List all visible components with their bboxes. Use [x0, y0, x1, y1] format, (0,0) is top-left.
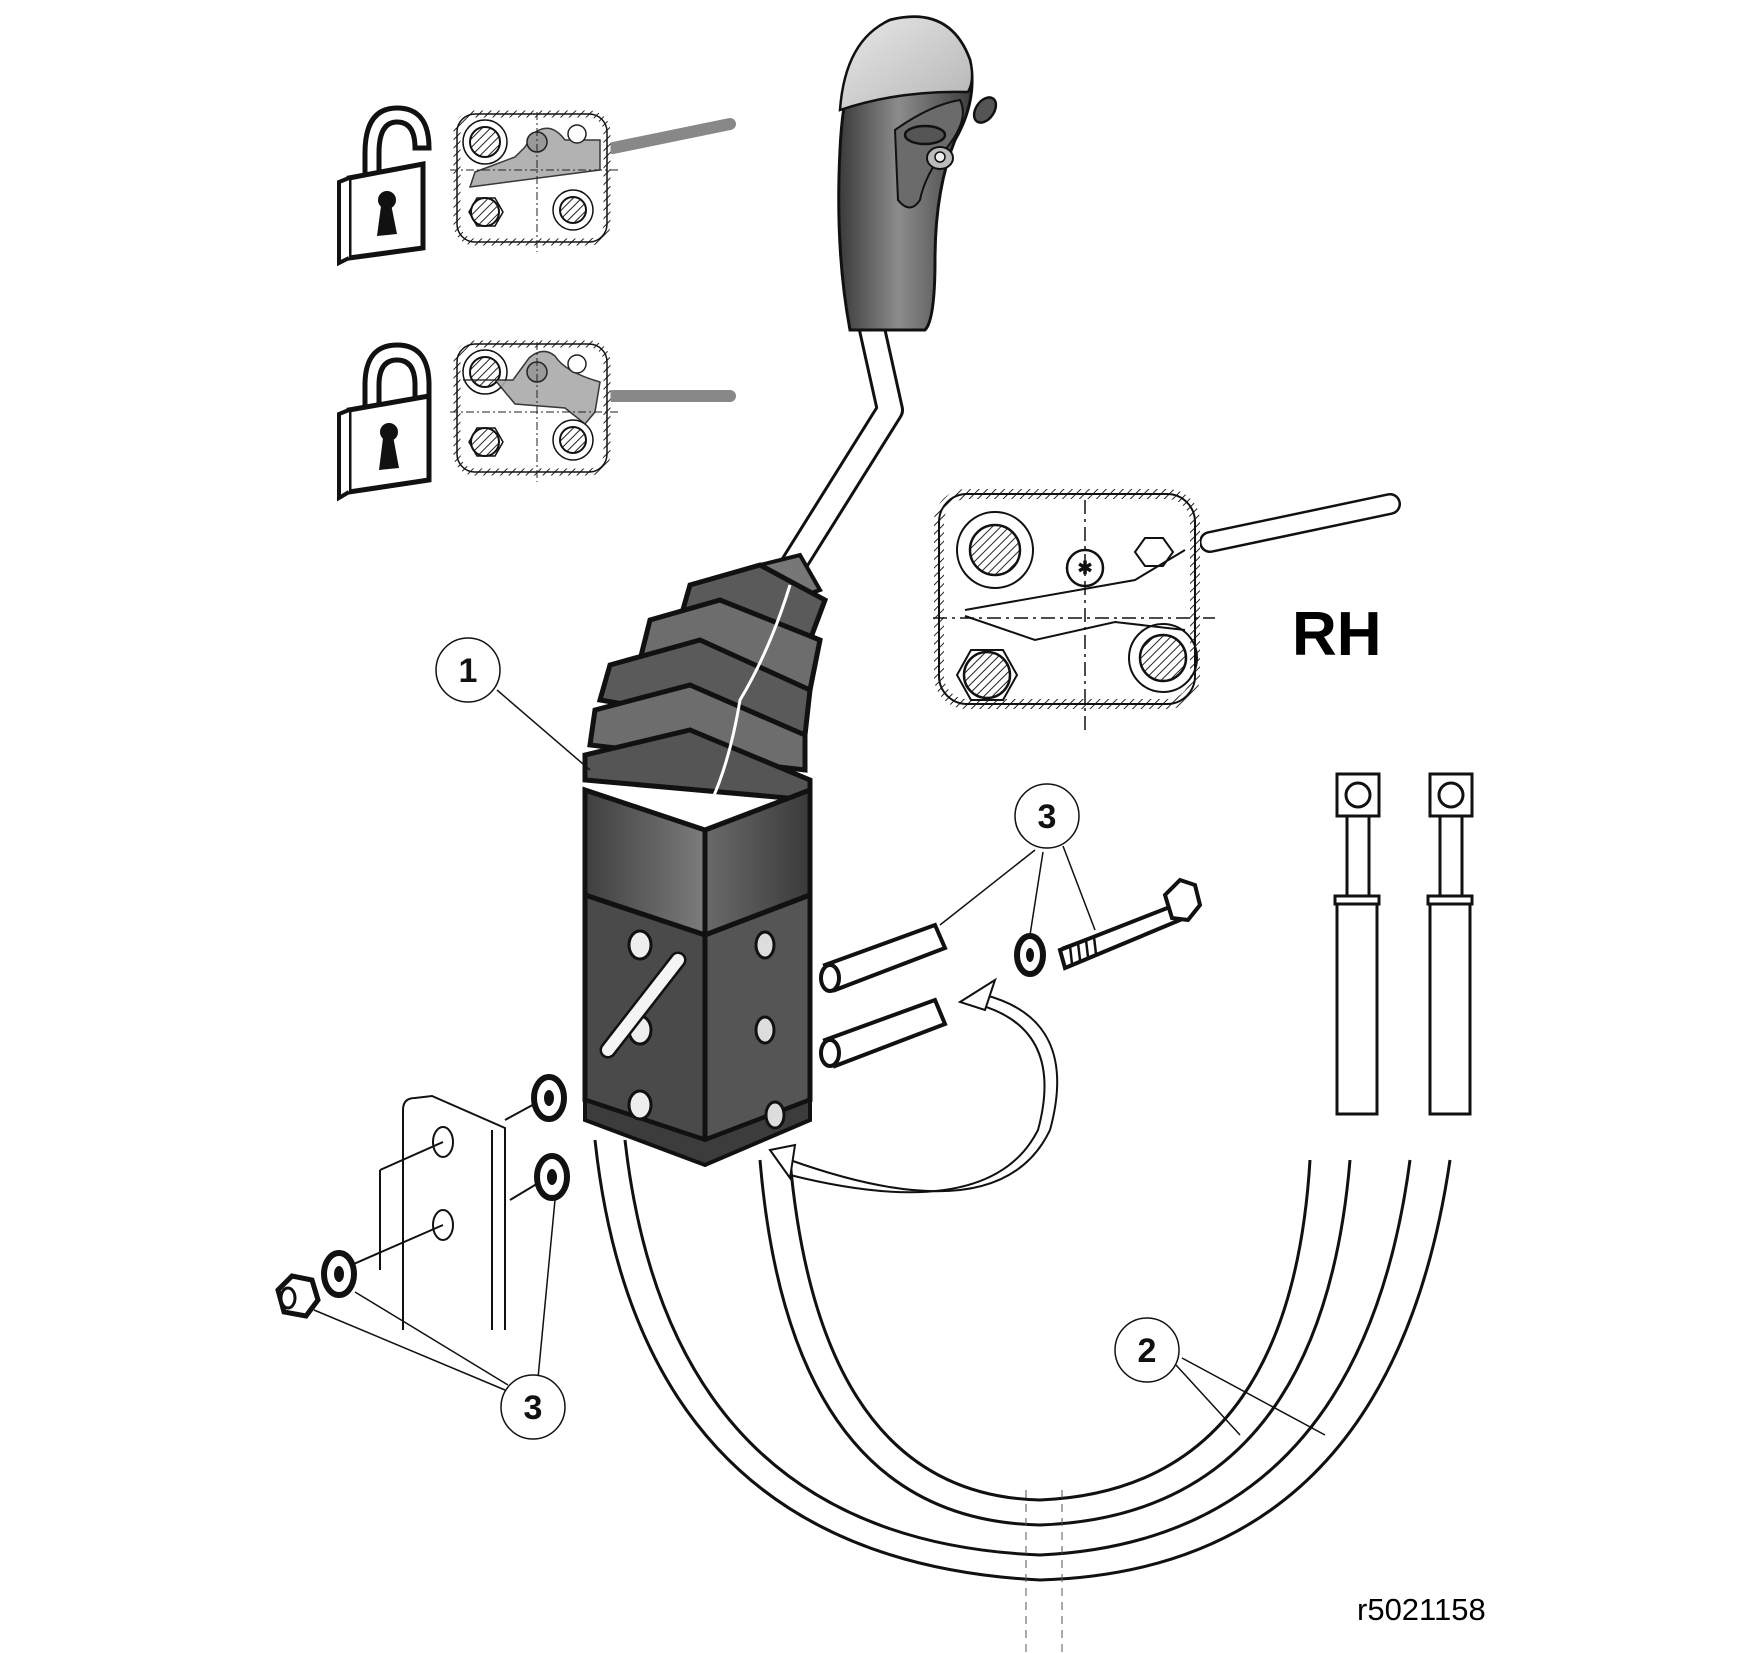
control-cables	[593, 1139, 1452, 1653]
lock-nut	[275, 1273, 321, 1319]
lock-mechanism-unlocked	[450, 110, 736, 252]
lever-housing	[582, 786, 813, 1168]
callout-3-lower: 3	[313, 1199, 566, 1440]
padlock-closed-icon	[337, 342, 432, 502]
side-label-rh: RH	[1292, 600, 1382, 669]
svg-text:1: 1	[459, 652, 478, 690]
mounting-bracket	[339, 1089, 561, 1330]
hex-bolt	[1057, 877, 1203, 971]
callout-1: 1	[435, 637, 591, 771]
cable-end-fitting-right	[1426, 772, 1474, 1116]
svg-text:✱: ✱	[1077, 558, 1092, 578]
svg-text:2: 2	[1138, 1332, 1157, 1370]
cable-end-fitting-left	[1333, 772, 1381, 1116]
lock-mechanism-rh-detail: ✱	[933, 489, 1401, 730]
padlock-open-icon	[337, 105, 432, 267]
washer-lower	[534, 1153, 570, 1201]
washer-nut-side	[321, 1250, 357, 1298]
svg-text:3: 3	[524, 1389, 543, 1427]
callout-2: 2	[1114, 1317, 1326, 1436]
lock-mechanism-locked	[450, 340, 736, 482]
rubber-bellows	[582, 552, 829, 803]
callout-3-upper: 3	[939, 783, 1096, 936]
svg-text:3: 3	[1038, 798, 1057, 836]
control-lever	[778, 15, 998, 578]
spacer-lower	[819, 997, 948, 1069]
washer-bolt-side	[1014, 933, 1046, 977]
washer-upper	[531, 1074, 567, 1122]
joystick-knob	[837, 15, 998, 332]
assembly-arrow	[768, 977, 1059, 1194]
reference-code: r5021158	[1357, 1592, 1486, 1627]
spacer-upper	[819, 922, 948, 993]
